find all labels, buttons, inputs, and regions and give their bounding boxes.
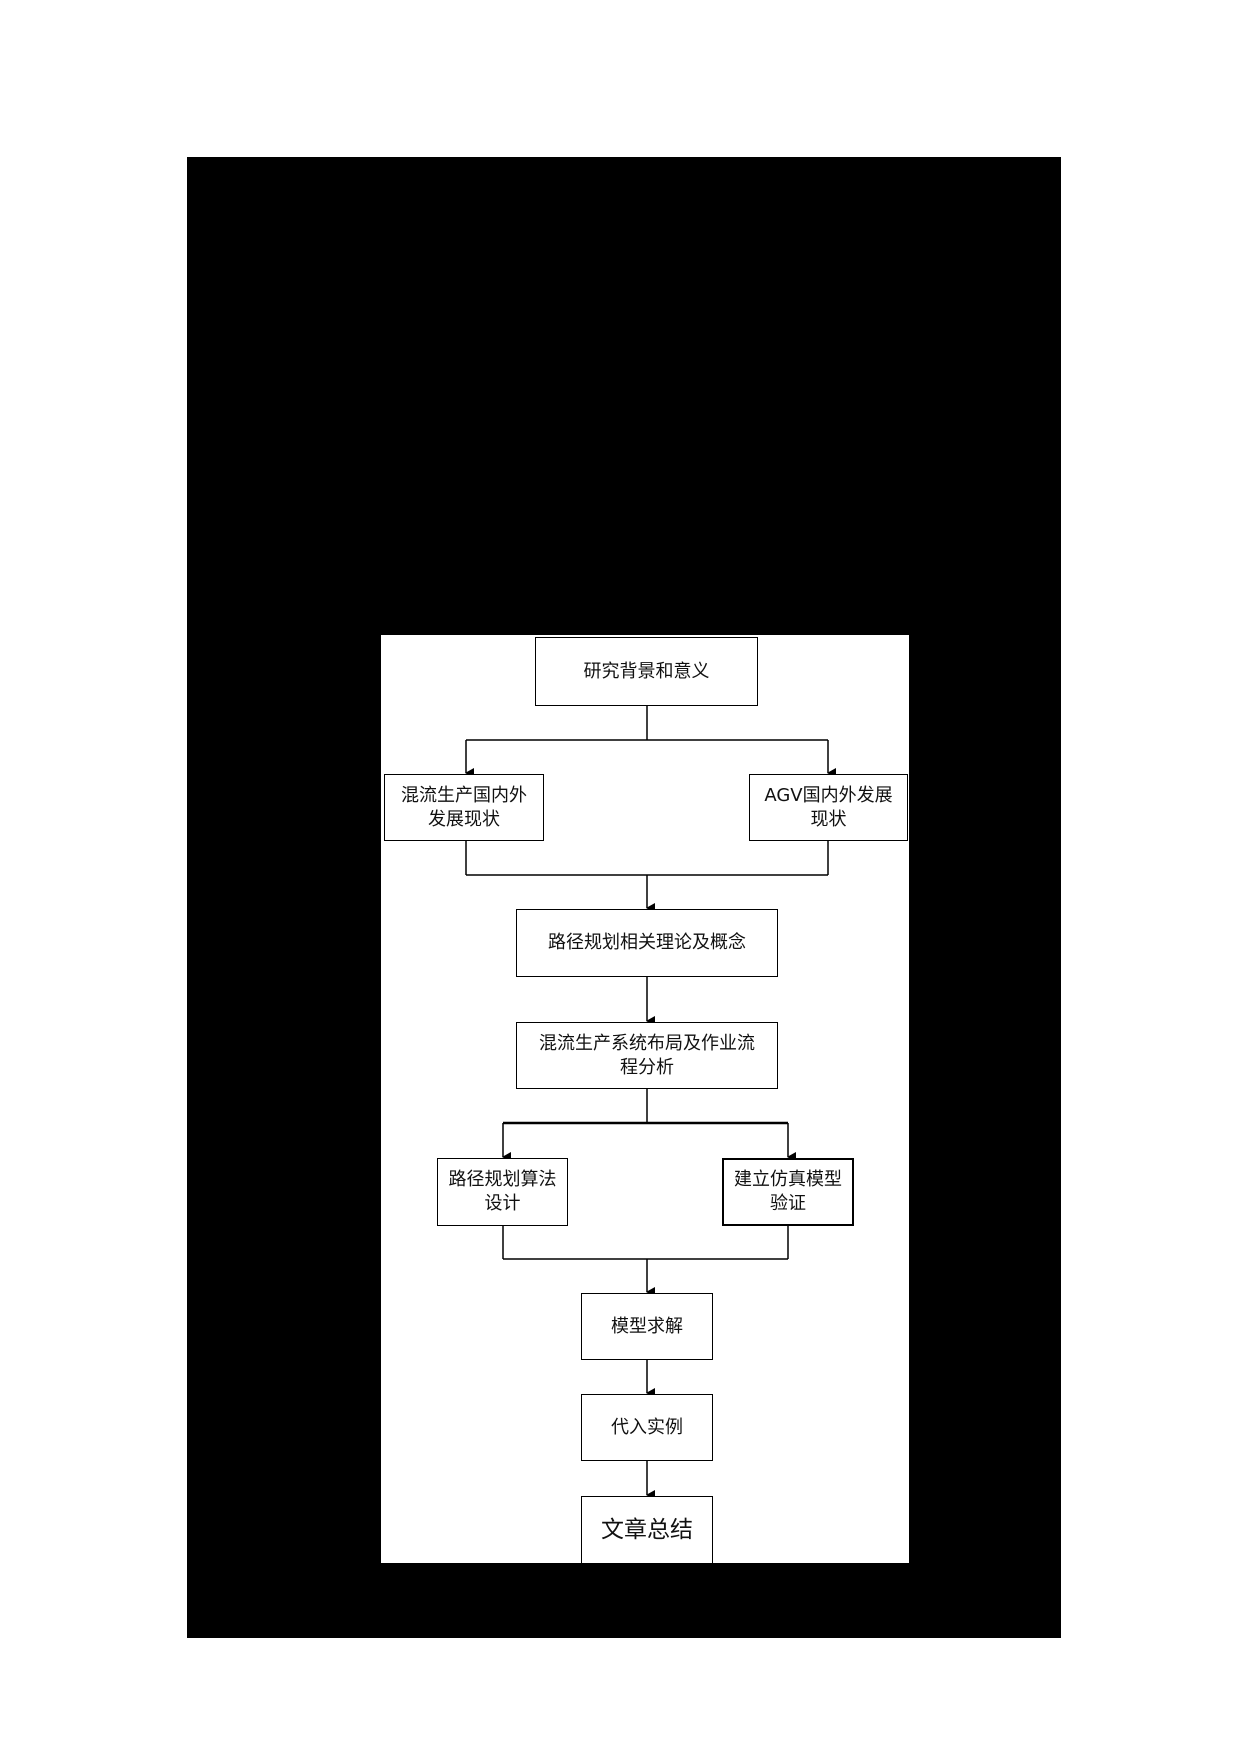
node-label-line2: 程分析 [620, 1056, 674, 1078]
node-case-study: 代入实例 [581, 1394, 713, 1461]
node-label: 研究背景和意义 [583, 660, 710, 682]
node-label-line2: 设计 [484, 1193, 521, 1214]
node-conclusion: 文章总结 [581, 1496, 713, 1563]
node-label-line2: 现状 [810, 808, 847, 830]
node-model-solving: 模型求解 [581, 1293, 713, 1360]
node-label-line1: 混流生产系统布局及作业流 [539, 1032, 755, 1054]
node-label-line1: 混流生产国内外 [401, 784, 527, 806]
node-agv-status: AGV国内外发展 现状 [749, 774, 908, 841]
node-simulation-validation: 建立仿真模型 验证 [722, 1158, 854, 1226]
node-label-line2: 发展现状 [428, 808, 500, 830]
node-system-layout-analysis: 混流生产系统布局及作业流 程分析 [516, 1022, 778, 1089]
node-path-planning-theory: 路径规划相关理论及概念 [516, 909, 778, 977]
node-label: 模型求解 [611, 1315, 683, 1337]
node-label-line1: AGV国内外发展 [764, 784, 893, 806]
node-label: 文章总结 [601, 1517, 693, 1543]
node-label: 路径规划相关理论及概念 [548, 932, 746, 953]
node-algorithm-design: 路径规划算法 设计 [437, 1158, 568, 1226]
node-mixed-flow-status: 混流生产国内外 发展现状 [384, 774, 544, 841]
node-label-line1: 建立仿真模型 [734, 1169, 842, 1190]
node-label: 代入实例 [611, 1416, 683, 1438]
node-research-background: 研究背景和意义 [535, 637, 758, 706]
node-label-line1: 路径规划算法 [448, 1169, 557, 1190]
node-label-line2: 验证 [770, 1193, 806, 1214]
